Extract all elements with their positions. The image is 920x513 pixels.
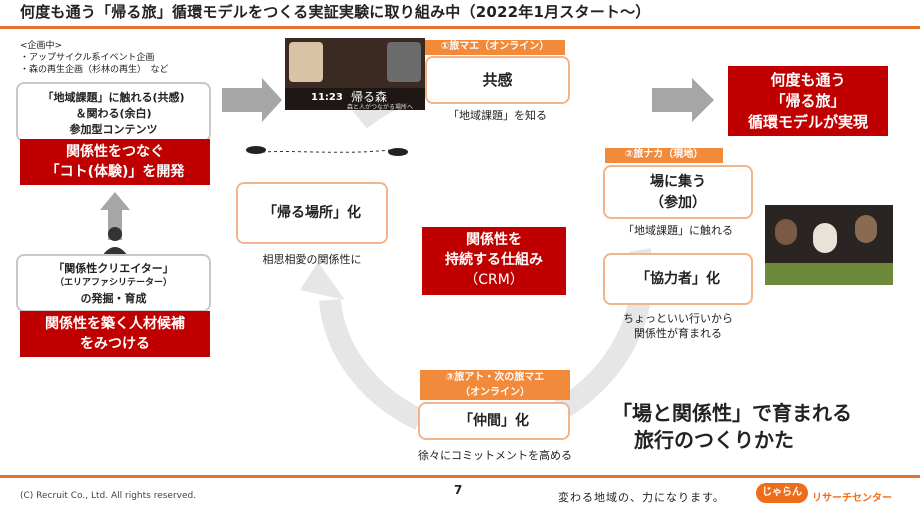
- step2-caption: 「地域課題」に触れる: [623, 224, 733, 237]
- brand-suffix: リサーチセンター: [812, 493, 892, 504]
- video-thumbnail: 11:23 帰る森 森と人がつながる場所へ: [285, 38, 425, 110]
- label-line: 「コト(体験)」を開発: [45, 164, 185, 180]
- label-line: 関係性を築く人材候補: [45, 316, 185, 332]
- crm-line: 持続する仕組み: [445, 252, 543, 268]
- collaborator-caption: ちょっといい行いから 関係性が育まれる: [603, 311, 753, 341]
- step3-tab: ③旅アト・次の旅マエ （オンライン）: [420, 370, 570, 400]
- find-talent-label: 関係性を築く人材候補 をみつける: [20, 311, 210, 357]
- step2-line: （参加）: [650, 195, 706, 211]
- planning-notes: <企画中> ・アップサイクル系イベント企画 ・森の再生企画（杉林の再生） など: [20, 40, 169, 76]
- planning-item: ・森の再生企画（杉林の再生） など: [20, 65, 169, 75]
- creator-line: の発掘・育成: [80, 292, 147, 305]
- page-title: 何度も通う「帰る旅」循環モデルをつくる実証実験に取り組み中（2022年1月スター…: [20, 3, 651, 21]
- step2-line: 場に集う: [650, 174, 706, 190]
- fellow-caption: 徐々にコミットメントを高める: [418, 449, 572, 462]
- result-line: 「帰る旅」: [770, 92, 846, 110]
- creator-line: （エリアファシリテーター）: [54, 278, 172, 288]
- step1-tab: ①旅マエ（オンライン）: [425, 40, 565, 55]
- thumbnail-title: 帰る森: [351, 90, 388, 104]
- crm-line: （CRM）: [464, 272, 524, 288]
- step1-caption: 「地域課題」を知る: [448, 109, 547, 122]
- caption-line: 関係性が育まれる: [634, 327, 722, 340]
- content-box: 「地域課題」に触れる(共感) ＆関わる(余白) 参加型コンテンツ: [16, 82, 211, 142]
- bottom-rule: [0, 475, 920, 478]
- content-line: 「地域課題」に触れる(共感): [42, 91, 185, 104]
- thumbnail-time: 11:23: [311, 92, 343, 103]
- home-place-caption: 相思相愛の関係性に: [262, 253, 362, 266]
- step1-box: 共感: [425, 56, 570, 104]
- bird-icon: [246, 146, 266, 154]
- planning-item: ・アップサイクル系イベント企画: [20, 53, 155, 63]
- speaker-photo: [387, 42, 421, 82]
- step2-tab: ②旅ナカ（現地）: [605, 148, 723, 163]
- birds-path: [261, 149, 391, 153]
- workshop-photo: [765, 205, 893, 285]
- person-icon: [108, 227, 122, 241]
- thumbnail-caption-bar: [285, 88, 425, 110]
- tab-line: （オンライン）: [460, 387, 530, 398]
- result-line: 循環モデルが実現: [747, 113, 868, 131]
- arrow-right-1: [222, 78, 282, 122]
- step2-box: 場に集う （参加）: [603, 165, 753, 219]
- result-line: 何度も通う: [770, 71, 846, 89]
- result-box: 何度も通う 「帰る旅」 循環モデルが実現: [728, 66, 888, 136]
- thumbnail-subtitle: 森と人がつながる場所へ: [347, 104, 414, 110]
- tagline: 「場と関係性」で育まれる 旅行のつくりかた: [612, 400, 852, 454]
- collaborator-box: 「協力者」化: [603, 253, 753, 305]
- copyright: (C) Recruit Co., Ltd. All rights reserve…: [20, 491, 197, 501]
- fellow-box: 「仲間」化: [418, 402, 570, 440]
- label-line: をみつける: [80, 336, 150, 352]
- crm-box: 関係性を 持続する仕組み （CRM）: [422, 227, 566, 295]
- top-rule: [0, 26, 920, 29]
- arrow-up: [100, 192, 130, 240]
- creator-line: 「関係性クリエイター」: [53, 262, 174, 275]
- develop-experience-label: 関係性をつなぐ 「コト(体験)」を開発: [20, 139, 210, 185]
- home-place-box: 「帰る場所」化: [236, 182, 388, 244]
- tagline-line: 「場と関係性」で育まれる: [612, 401, 852, 425]
- creator-box: 「関係性クリエイター」 （エリアファシリテーター） の発掘・育成: [16, 254, 211, 312]
- page-number: 7: [454, 483, 463, 497]
- brand-logo: じゃらん: [756, 483, 808, 503]
- content-line: 参加型コンテンツ: [69, 123, 158, 136]
- label-line: 関係性をつなぐ: [66, 144, 164, 160]
- tagline-line: 旅行のつくりかた: [634, 428, 794, 452]
- slogan: 変わる地域の、力になります。: [558, 491, 725, 504]
- content-line: ＆関わる(余白): [75, 107, 152, 120]
- caption-line: ちょっといい行いから: [623, 312, 733, 325]
- arrow-right-2: [652, 78, 714, 122]
- planning-heading: <企画中>: [20, 41, 63, 51]
- tab-line: ③旅アト・次の旅マエ: [445, 372, 545, 383]
- crm-line: 関係性を: [466, 232, 522, 248]
- cycle-arrowhead: [300, 262, 345, 300]
- speaker-photo: [289, 42, 323, 82]
